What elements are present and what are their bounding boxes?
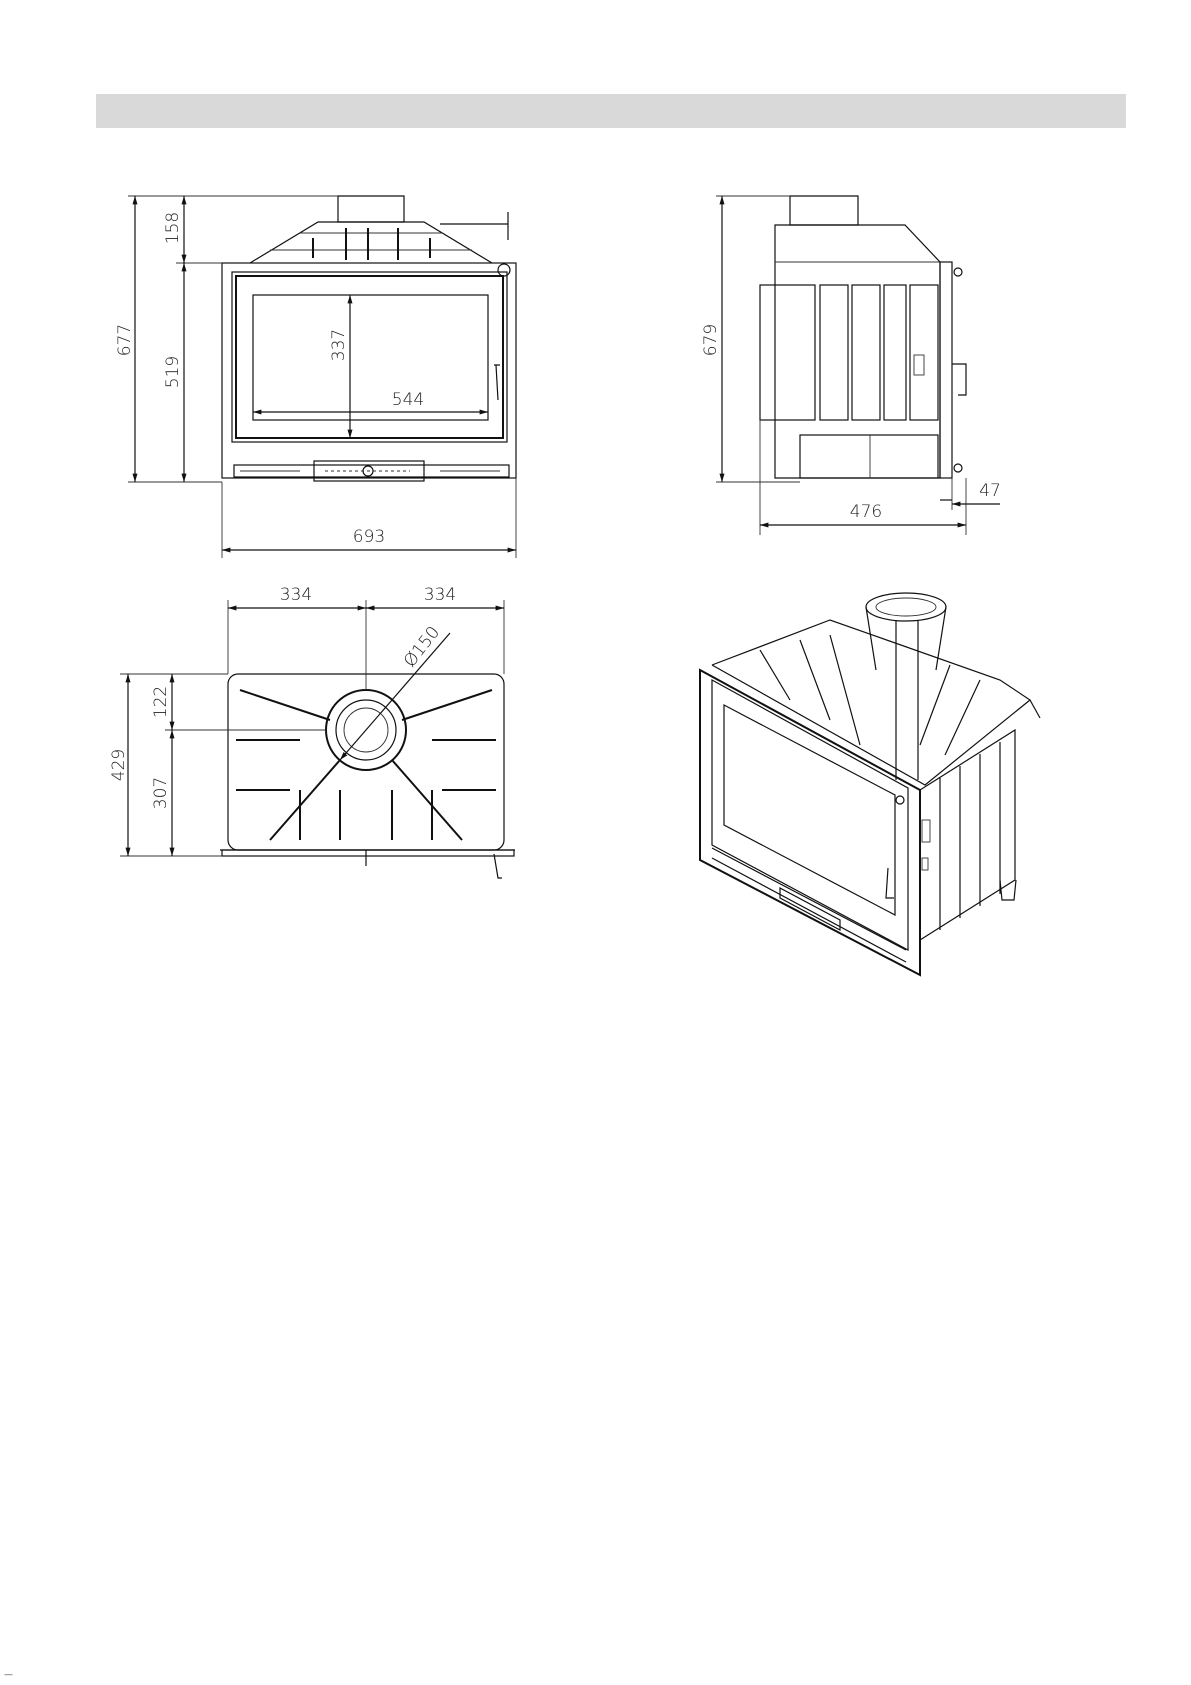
front-overall-width: 693	[353, 527, 385, 547]
side-view: 679 476 47	[701, 196, 1001, 535]
glass-width: 544	[392, 390, 424, 410]
front-body-height: 519	[163, 356, 183, 388]
front-view: 677 158 519 337 544 693	[115, 196, 516, 558]
top-view: 334 334 Ø150 429 122 307	[109, 585, 515, 878]
top-half-width-right: 334	[424, 585, 456, 605]
top-overall-depth: 429	[109, 749, 129, 781]
glass-height: 337	[329, 329, 349, 361]
top-flue-to-back: 307	[151, 777, 171, 809]
side-depth: 476	[850, 502, 882, 522]
side-frame-offset: 47	[979, 481, 1001, 501]
top-front-to-flue: 122	[151, 686, 171, 718]
front-overall-height: 677	[115, 324, 135, 356]
isometric-view	[700, 593, 1040, 975]
front-top-height: 158	[163, 212, 183, 244]
side-overall-height: 679	[701, 324, 721, 356]
footer-mark: —	[4, 1670, 13, 1680]
top-half-width-left: 334	[280, 585, 312, 605]
